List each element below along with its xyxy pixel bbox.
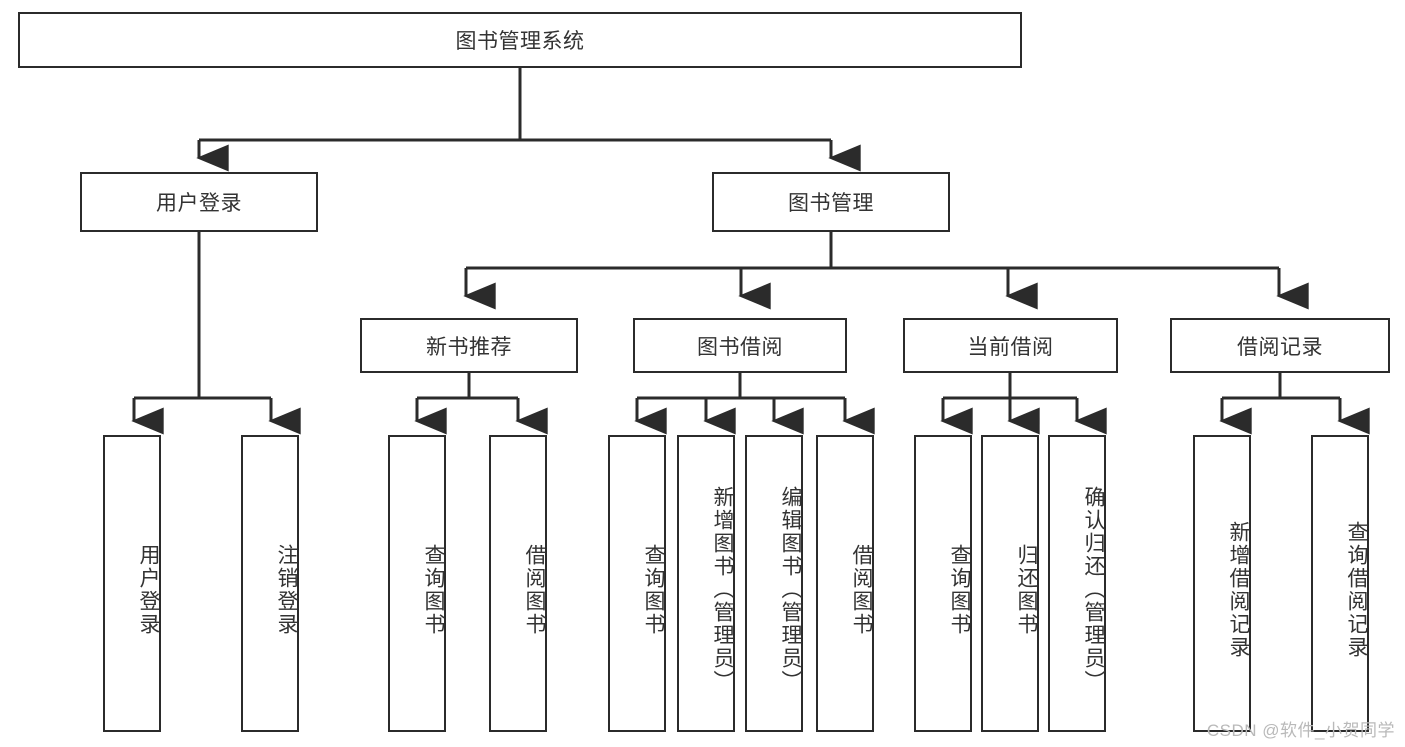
- leaf-label: 注销登录: [275, 543, 298, 636]
- leaf-label: 归还图书: [1015, 543, 1038, 636]
- node-book-management-label: 图书管理: [788, 192, 874, 215]
- node-user-login[interactable]: 用户登录: [80, 172, 318, 232]
- node-book-borrow-label: 图书借阅: [697, 335, 783, 359]
- node-user-login-label: 用户登录: [156, 192, 242, 215]
- leaf-label: 查询图书: [948, 543, 971, 636]
- leaf-label: 用户登录: [137, 543, 160, 636]
- node-borrow-record-label: 借阅记录: [1237, 335, 1323, 359]
- leaf-label: 借阅图书: [523, 543, 546, 636]
- leaf-new-book-query-book[interactable]: 查询图书: [388, 435, 446, 732]
- leaf-book-borrow-query-book[interactable]: 查询图书: [608, 435, 666, 732]
- node-current-borrow-label: 当前借阅: [967, 335, 1054, 359]
- leaf-book-borrow-borrow-book[interactable]: 借阅图书: [816, 435, 874, 732]
- leaf-book-borrow-add-book[interactable]: 新增图书（管理员）: [677, 435, 735, 732]
- leaf-current-borrow-confirm-return[interactable]: 确认归还（管理员）: [1048, 435, 1106, 732]
- leaf-label: 新增借阅记录: [1227, 520, 1250, 659]
- leaf-current-borrow-return-book[interactable]: 归还图书: [981, 435, 1039, 732]
- node-borrow-record[interactable]: 借阅记录: [1170, 318, 1390, 373]
- node-new-book-recommend-label: 新书推荐: [426, 335, 512, 359]
- leaf-label: 借阅图书: [850, 543, 873, 636]
- leaf-book-borrow-edit-book[interactable]: 编辑图书（管理员）: [745, 435, 803, 732]
- leaf-label: 查询借阅记录: [1345, 520, 1368, 659]
- leaf-label: 查询图书: [642, 543, 665, 636]
- leaf-borrow-record-add-record[interactable]: 新增借阅记录: [1193, 435, 1251, 732]
- leaf-new-book-borrow-book[interactable]: 借阅图书: [489, 435, 547, 732]
- leaf-user-login-logout[interactable]: 注销登录: [241, 435, 299, 732]
- watermark: CSDN @软件_小贺同学: [1206, 721, 1395, 740]
- leaf-label: 新增图书（管理员）: [711, 486, 734, 693]
- leaf-current-borrow-query-book[interactable]: 查询图书: [914, 435, 972, 732]
- node-root-label: 图书管理系统: [455, 30, 585, 53]
- leaf-label: 确认归还（管理员）: [1082, 486, 1105, 693]
- node-book-management[interactable]: 图书管理: [712, 172, 950, 232]
- leaf-label: 查询图书: [422, 543, 445, 636]
- node-new-book-recommend[interactable]: 新书推荐: [360, 318, 578, 373]
- leaf-borrow-record-query-record[interactable]: 查询借阅记录: [1311, 435, 1369, 732]
- node-root[interactable]: 图书管理系统: [18, 12, 1022, 68]
- node-book-borrow[interactable]: 图书借阅: [633, 318, 847, 373]
- node-current-borrow[interactable]: 当前借阅: [903, 318, 1118, 373]
- leaf-user-login-login[interactable]: 用户登录: [103, 435, 161, 732]
- leaf-label: 编辑图书（管理员）: [779, 486, 802, 693]
